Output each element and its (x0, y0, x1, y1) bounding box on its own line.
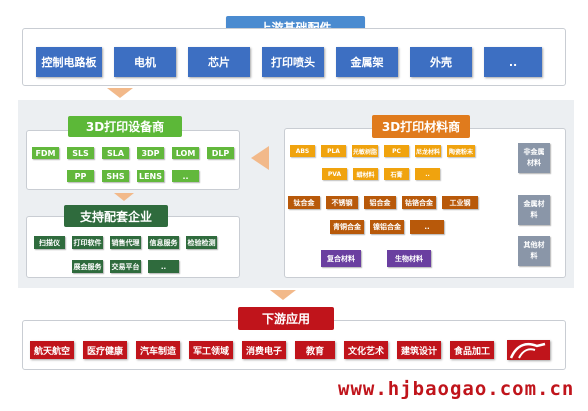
metal-material-item: 工业钢 (442, 196, 478, 209)
material-category-label: 金属材 料 (518, 195, 550, 225)
arrow-down-icon (270, 290, 296, 300)
arrow-down-icon (114, 193, 134, 201)
upstream-item: 打印喷头 (262, 47, 324, 77)
downstream-item: 教育 (295, 341, 335, 359)
upstream-item: 控制电路板 (36, 47, 102, 77)
other-material-item: 生物材料 (387, 250, 431, 267)
material-category-label: 其他材 料 (518, 236, 550, 266)
equipment-item: PP (67, 170, 94, 182)
downstream-item: 航天航空 (30, 341, 74, 359)
upstream-item: 电机 (114, 47, 176, 77)
equipment-item: LENS (137, 170, 164, 182)
support-item: 展会服务 (72, 260, 103, 273)
metal-material-item: .. (410, 220, 444, 234)
equipment-item: .. (172, 170, 199, 182)
support-item: 检验检测 (186, 236, 217, 249)
equipment-item: 3DP (137, 147, 164, 159)
other-material-item: 复合材料 (321, 250, 361, 267)
nonmetal-material-item: .. (415, 168, 440, 180)
arrow-left-icon (251, 146, 269, 170)
upstream-item: 金属架 (336, 47, 398, 77)
nonmetal-material-item: PLA (321, 145, 346, 157)
metal-material-item: 镍铝合金 (370, 220, 404, 234)
arrow-down-icon (107, 88, 133, 98)
nonmetal-material-item: 石膏 (384, 168, 409, 180)
support-item: 交易平台 (110, 260, 141, 273)
downstream-item: 建筑设计 (397, 341, 441, 359)
support-title: 支持配套企业 (64, 205, 168, 227)
nonmetal-material-item: ABS (290, 145, 315, 157)
materials-title: 3D打印材料商 (372, 115, 470, 138)
equipment-item: LOM (172, 147, 199, 159)
downstream-item: 医疗健康 (83, 341, 127, 359)
upstream-item: 芯片 (188, 47, 250, 77)
nonmetal-material-item: PVA (322, 168, 347, 180)
nonmetal-material-item: 光敏树脂 (352, 145, 378, 157)
metal-material-item: 钴铬合金 (402, 196, 436, 209)
watermark: www.hjbaogao.com.cn (338, 378, 575, 400)
metal-material-item: 钛合金 (288, 196, 320, 209)
support-item: 销售代理 (110, 236, 141, 249)
equipment-item: SLA (102, 147, 129, 159)
equipment-item: DLP (207, 147, 234, 159)
downstream-item: 消费电子 (242, 341, 286, 359)
logo-icon (507, 340, 550, 360)
equipment-title: 3D打印设备商 (68, 116, 182, 137)
downstream-item: 食品加工 (450, 341, 494, 359)
support-item: 扫描仪 (34, 236, 65, 249)
equipment-item: FDM (32, 147, 59, 159)
nonmetal-material-item: 尼龙材料 (415, 145, 441, 157)
equipment-item: SLS (67, 147, 94, 159)
support-item: 打印软件 (72, 236, 103, 249)
nonmetal-material-item: PC (384, 145, 409, 157)
support-item: .. (148, 260, 179, 273)
upstream-item: 外壳 (410, 47, 472, 77)
support-item: 信息服务 (148, 236, 179, 249)
metal-material-item: 铝合金 (364, 196, 396, 209)
downstream-item: 军工领域 (189, 341, 233, 359)
equipment-panel (26, 130, 240, 190)
downstream-item: 文化艺术 (344, 341, 388, 359)
downstream-title: 下游应用 (238, 307, 334, 330)
metal-material-item: 青铜合金 (330, 220, 364, 234)
downstream-item: 汽车制造 (136, 341, 180, 359)
metal-material-item: 不锈钢 (326, 196, 358, 209)
upstream-item: .. (484, 47, 542, 77)
nonmetal-material-item: 陶瓷粉末 (447, 145, 475, 157)
equipment-item: SHS (102, 170, 129, 182)
nonmetal-material-item: 蜡材料 (353, 168, 378, 180)
material-category-label: 非金属 材料 (518, 143, 550, 173)
